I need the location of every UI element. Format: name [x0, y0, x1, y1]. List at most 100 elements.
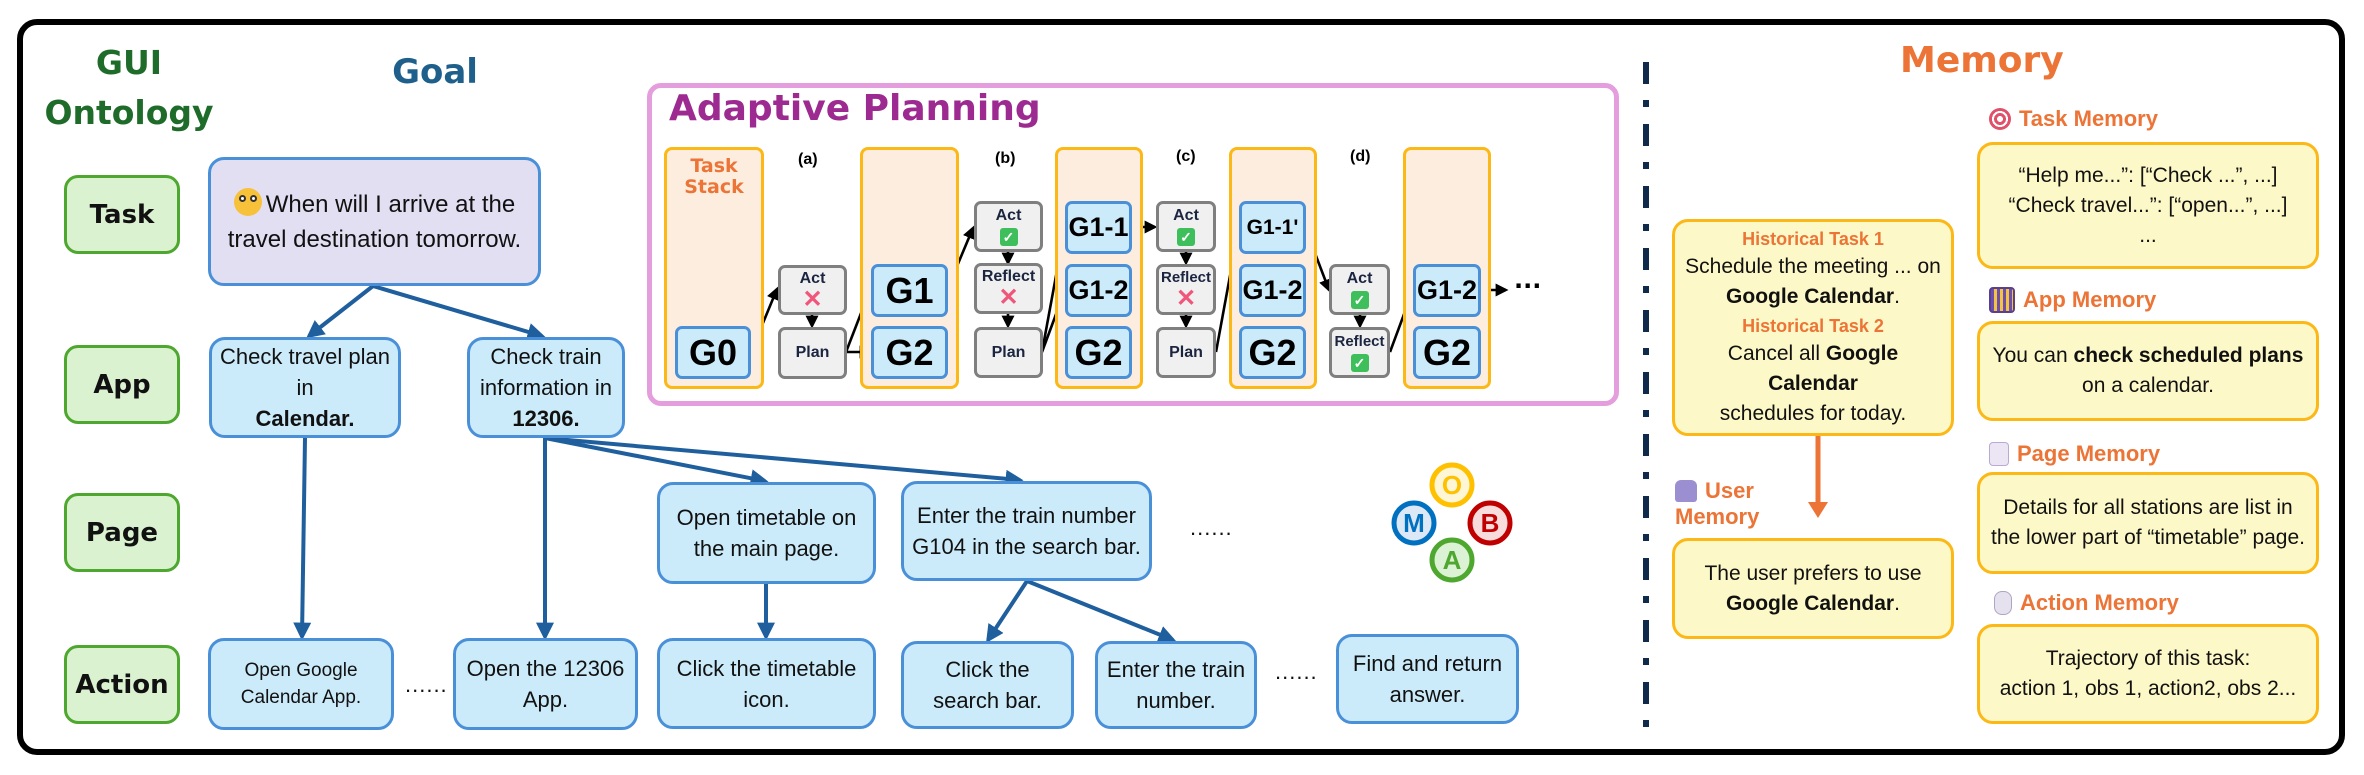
page-memory-label: Page Memory	[1989, 441, 2160, 467]
app-memory-text: You can	[1992, 344, 2068, 367]
historical-task-bold: Google Calendar	[1726, 285, 1895, 308]
historical-task-post: .	[1894, 285, 1900, 308]
historical-task-text: Cancel all	[1727, 342, 1821, 365]
step-label: Reflect	[1334, 333, 1385, 350]
ontology-level-page: Page	[64, 493, 180, 572]
continuation-ellipsis: ...	[1514, 266, 1542, 294]
historical-task-bold: Google Calendar	[1768, 342, 1899, 395]
ontology-level-action: Action	[64, 645, 180, 724]
step-label: Plan	[991, 343, 1026, 361]
thinking-face-icon	[233, 187, 262, 216]
app-memory-label-text: App Memory	[2023, 287, 2157, 312]
task-memory-label: Task Memory	[1989, 106, 2158, 132]
historical-task-heading: Historical Task 1	[1742, 229, 1884, 249]
historical-tasks-box: Historical Task 1 Schedule the meeting .…	[1672, 219, 1954, 436]
app-node-text: Check travel plan in	[220, 344, 390, 400]
goal-app-node-12306: Check train information in 12306.	[467, 337, 625, 438]
stack-goal-g1-2: G1-2	[1239, 264, 1306, 317]
task-memory-line: ...	[2139, 223, 2157, 247]
step-label: Act	[1173, 207, 1199, 224]
goal-task-node: When will I arrive at the travel destina…	[208, 157, 541, 286]
stack-goal-g1-1-prime: G1-1'	[1239, 201, 1306, 254]
task-stack-label: Task Stack	[684, 155, 744, 198]
check-mark-icon: ✓	[1350, 291, 1369, 309]
goal-action-node: Find and return answer.	[1336, 634, 1519, 724]
action-ellipsis: ......	[1275, 659, 1318, 684]
arrow-page2-to-action4	[986, 579, 1029, 644]
logo-circle-a	[1429, 537, 1475, 583]
step-act-d: Act✓	[1329, 264, 1390, 315]
stack-goal-g1: G1	[871, 264, 948, 317]
historical-task-text: Schedule the meeting ... on	[1685, 255, 1941, 278]
page-memory-label-text: Page Memory	[2017, 441, 2161, 466]
step-label: Act	[799, 269, 826, 287]
action-memory-box: Trajectory of this task: action 1, obs 1…	[1977, 624, 2319, 724]
step-reflect-b: Reflect✕	[974, 263, 1043, 314]
app-memory-box: You can check scheduled plans on a calend…	[1977, 321, 2319, 421]
target-icon	[1989, 108, 2011, 130]
goal-action-node: Open Google Calendar App.	[208, 638, 394, 730]
action-ellipsis: ......	[405, 672, 448, 697]
page-memory-box: Details for all stations are list in the…	[1977, 472, 2319, 574]
app-node-bold: Calendar.	[255, 406, 355, 431]
cross-mark-icon: ✕	[802, 285, 823, 313]
user-memory-label: User Memory	[1675, 478, 1759, 530]
user-laptop-icon	[1675, 480, 1697, 502]
logo-letter-o: O	[1442, 470, 1462, 500]
app-grid-icon	[1989, 287, 2015, 313]
goal-app-node-calendar: Check travel plan in Calendar.	[209, 337, 401, 438]
step-reflect-d: Reflect ✓	[1329, 327, 1390, 378]
ontology-level-task: Task	[64, 175, 180, 254]
step-plan-a: Plan	[778, 327, 847, 379]
step-plan-c: Plan	[1156, 327, 1216, 378]
historical-task-heading: Historical Task 2	[1742, 316, 1884, 336]
stack-goal-g2: G2	[1065, 326, 1132, 379]
step-plan-b: Plan	[974, 327, 1043, 378]
action-memory-label: Action Memory	[1994, 590, 2179, 616]
gui-ontology-title-line1: GUI	[95, 43, 163, 82]
cross-mark-icon: ✕	[998, 284, 1019, 311]
step-label: Reflect	[1160, 269, 1212, 286]
app-memory-bold: check scheduled plans	[2073, 344, 2304, 367]
task-memory-line: “Check travel...”: [“open...”, ...]	[2008, 193, 2288, 217]
check-mark-icon: ✓	[999, 228, 1018, 246]
memory-title: Memory	[1900, 40, 2064, 81]
adaptive-planning-title: Adaptive Planning	[669, 88, 1041, 129]
goal-action-node: Enter the train number.	[1095, 641, 1257, 729]
step-label: Plan	[1169, 343, 1203, 361]
step-act-c: Act✓	[1156, 201, 1216, 252]
adaptive-planning-panel	[647, 83, 1619, 406]
gui-ontology-title-line2: Ontology	[44, 93, 214, 132]
cross-mark-icon: ✕	[1175, 285, 1197, 312]
logo-letter-a: A	[1443, 545, 1462, 575]
goal-task-text: When will I arrive at the travel destina…	[227, 190, 522, 253]
stack-goal-g1-2: G1-2	[1065, 264, 1132, 317]
logo-circle-o	[1429, 462, 1475, 508]
phase-label-b: (b)	[995, 150, 1016, 167]
app-memory-post: on a calendar.	[2082, 374, 2214, 397]
app-node-bold: 12306.	[512, 406, 580, 431]
user-memory-post: .	[1894, 591, 1900, 615]
stack-goal-g2: G2	[1413, 326, 1481, 379]
app-memory-label: App Memory	[1989, 287, 2156, 313]
action-memory-label-text: Action Memory	[2020, 590, 2179, 615]
arrow-page2-to-action5	[1026, 579, 1177, 643]
arrow-task-to-app1	[306, 284, 375, 339]
goal-action-node: Open the 12306 App.	[453, 638, 638, 730]
stack-goal-g0: G0	[675, 326, 751, 379]
user-memory-label-line1: User	[1705, 478, 1754, 503]
task-memory-label-text: Task Memory	[2019, 106, 2158, 131]
logo-letter-m: M	[1403, 508, 1425, 538]
step-reflect-c: Reflect✕	[1156, 264, 1216, 315]
logo-circle-b	[1467, 500, 1513, 546]
step-act-a: Act✕	[778, 265, 847, 315]
arrow-task-to-app2	[372, 284, 546, 341]
ontology-level-app: App	[64, 345, 180, 424]
page-memory-line: the lower part of “timetable” page.	[1991, 526, 2305, 549]
user-memory-bold: Google Calendar	[1726, 591, 1895, 615]
arrow-app1-to-action1	[293, 437, 312, 641]
phase-label-a: (a)	[798, 151, 818, 168]
check-mark-icon: ✓	[1350, 354, 1369, 372]
